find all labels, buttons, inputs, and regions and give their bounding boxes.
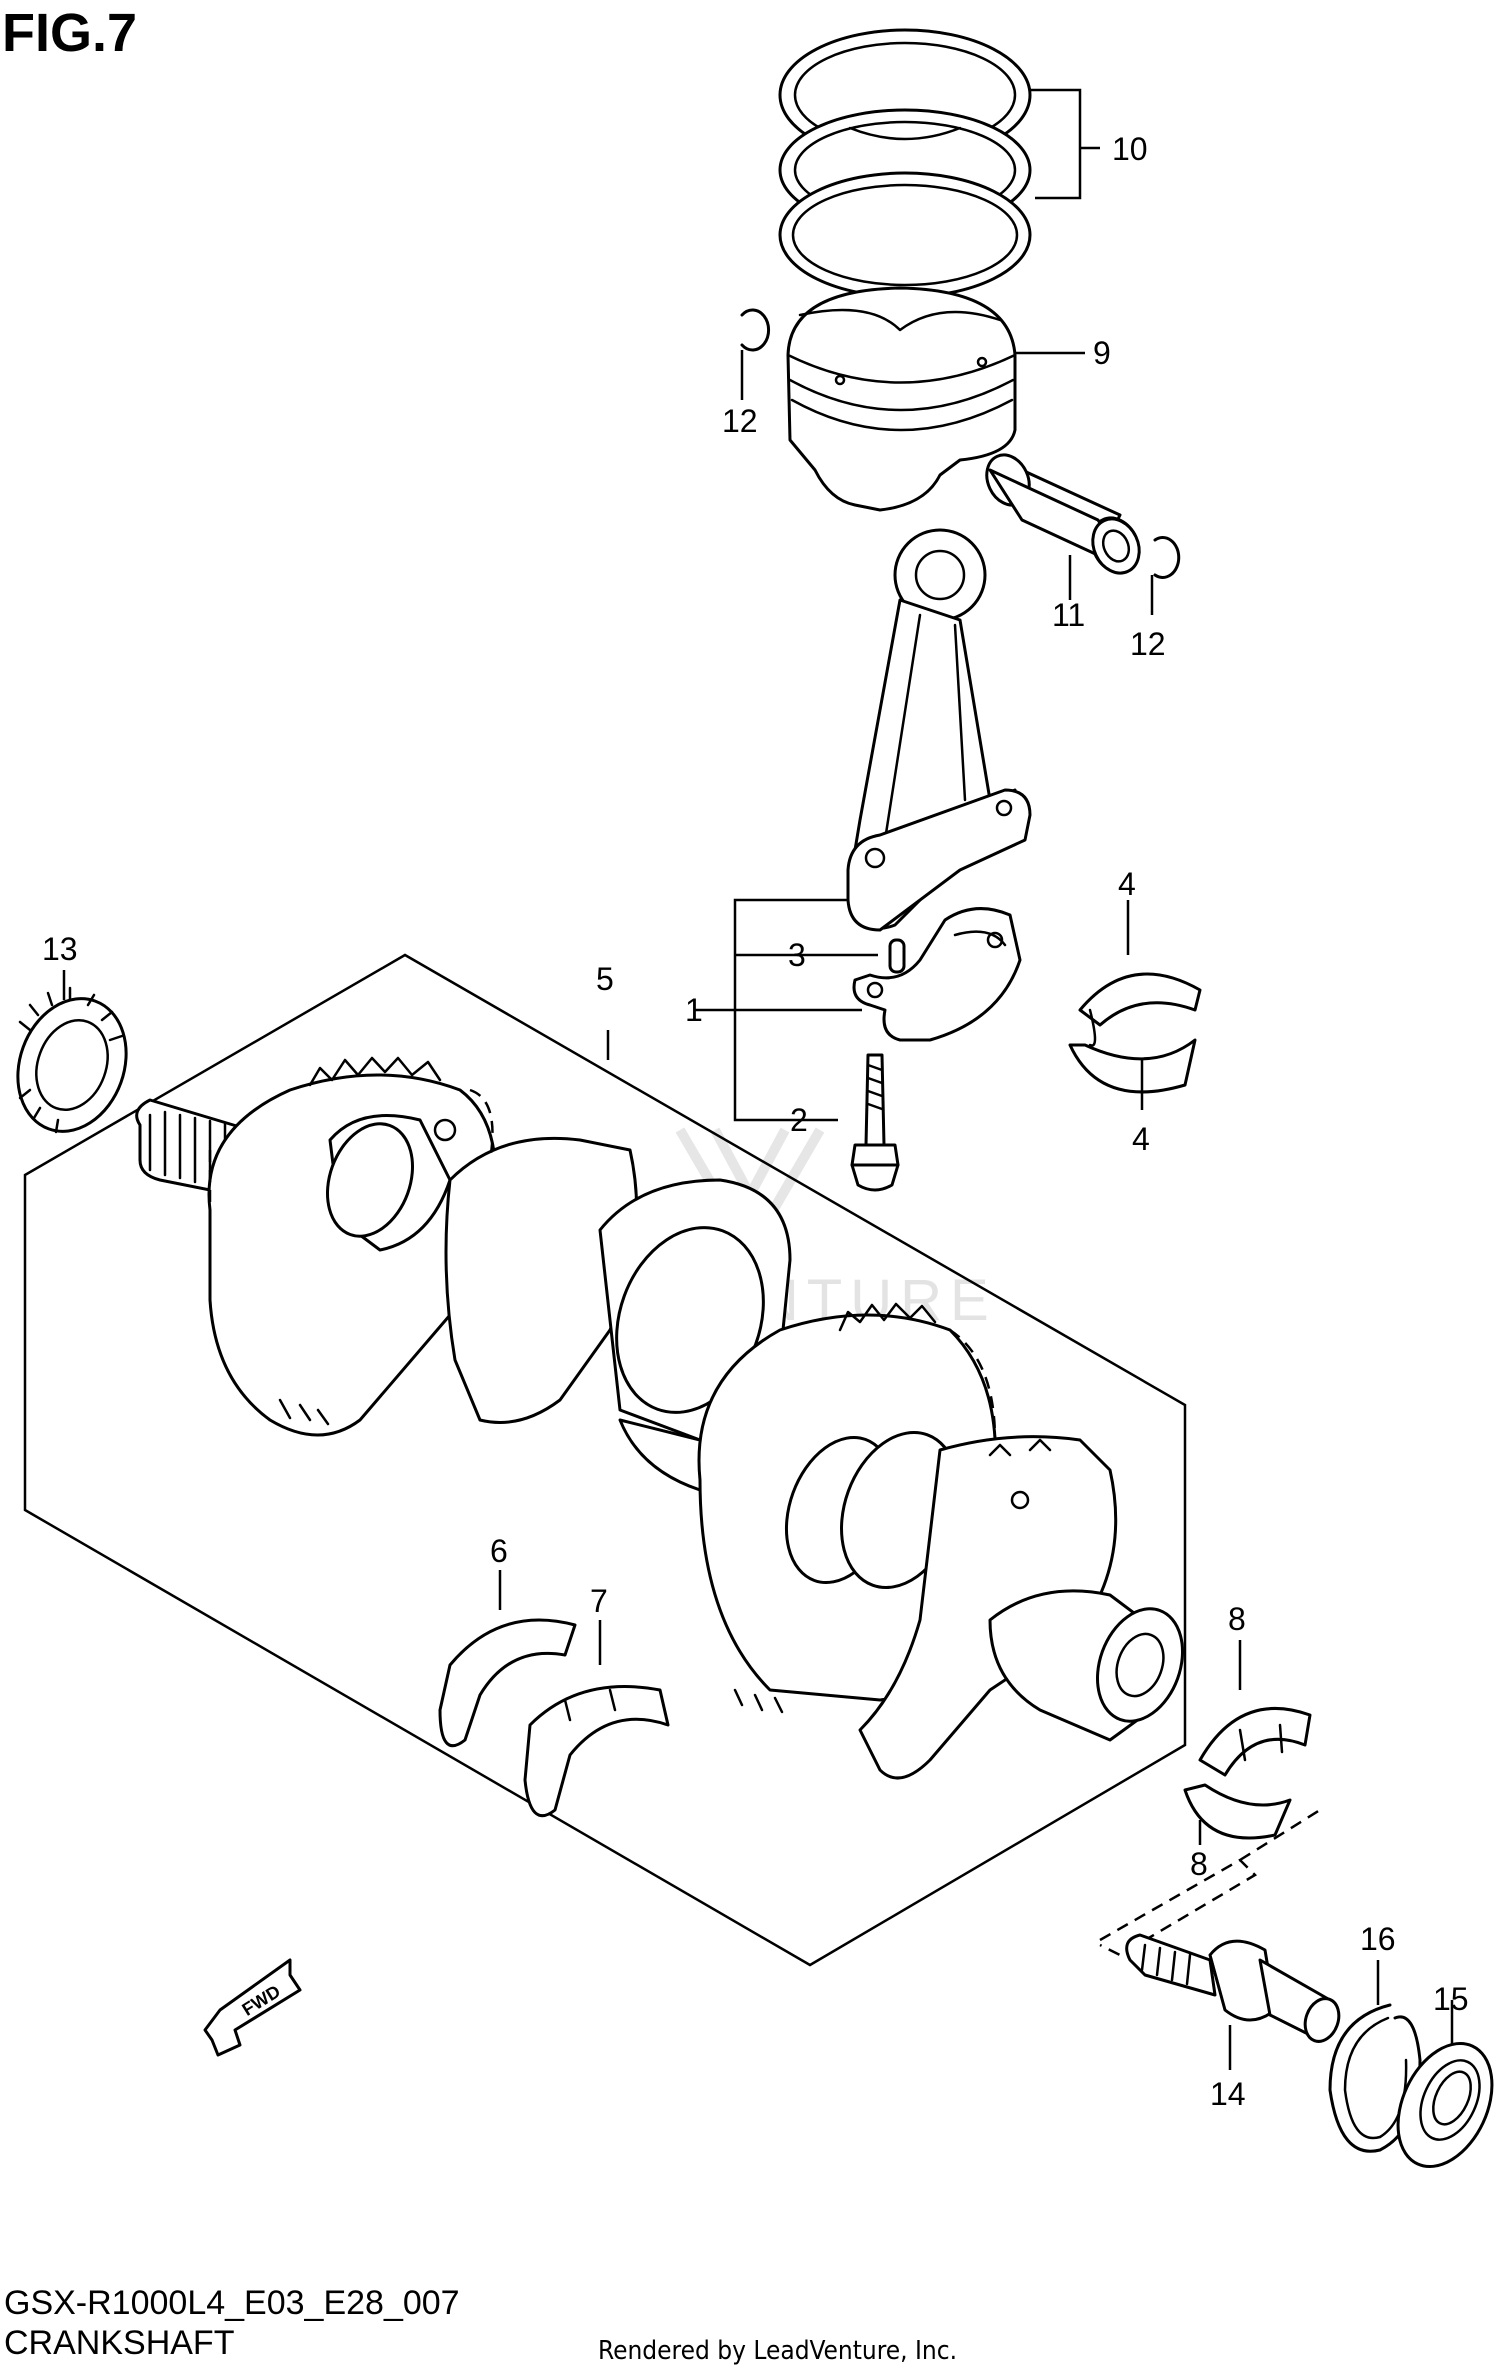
callout-3: 3 bbox=[788, 937, 806, 973]
connecting-rod[interactable] bbox=[846, 528, 1032, 932]
piston-pin[interactable] bbox=[979, 448, 1148, 581]
callout-13: 13 bbox=[42, 931, 78, 967]
journal-bearing-lower[interactable] bbox=[1183, 1723, 1292, 1840]
conrod-bearing-upper[interactable] bbox=[1078, 972, 1202, 1027]
piston-pin-clip-left[interactable] bbox=[740, 308, 771, 352]
journal-bearing-upper[interactable] bbox=[1198, 1706, 1312, 1777]
callout-4-bottom: 4 bbox=[1132, 1121, 1150, 1157]
oil-seal[interactable] bbox=[1379, 2028, 1500, 2181]
callout-5: 5 bbox=[596, 961, 614, 997]
piston-pin-clip-right[interactable] bbox=[1153, 536, 1181, 579]
crankshaft-bolt[interactable] bbox=[1125, 1933, 1345, 2046]
conrod-bearing-lower[interactable] bbox=[1068, 1008, 1197, 1094]
arrow-fwd-icon: FWD bbox=[203, 1958, 302, 2057]
primary-drive-gear[interactable] bbox=[0, 983, 144, 1146]
crankshaft-boundary bbox=[23, 953, 1187, 1967]
connecting-rod-cap[interactable] bbox=[852, 907, 1022, 1042]
thrust-washer-7[interactable] bbox=[523, 1685, 670, 1818]
callout-16: 16 bbox=[1360, 1921, 1396, 1957]
callout-10: 10 bbox=[1112, 131, 1148, 167]
crankshaft[interactable] bbox=[135, 1056, 1198, 1780]
callout-7: 7 bbox=[590, 1583, 608, 1619]
callout-2: 2 bbox=[790, 1102, 808, 1138]
rod-bolt[interactable] bbox=[850, 1053, 900, 1192]
callout-9: 9 bbox=[1093, 335, 1111, 371]
callout-14: 14 bbox=[1210, 2076, 1246, 2112]
piston[interactable] bbox=[786, 286, 1017, 512]
callout-6: 6 bbox=[490, 1533, 508, 1569]
piston-rings[interactable] bbox=[778, 28, 1032, 299]
callout-15: 15 bbox=[1433, 1981, 1469, 2017]
callout-11: 11 bbox=[1052, 597, 1085, 633]
callout-12-bottom: 12 bbox=[1130, 626, 1166, 662]
figure-title: FIG.7 bbox=[2, 3, 138, 63]
callout-12-top: 12 bbox=[722, 403, 758, 439]
callout-8-bottom: 8 bbox=[1190, 1846, 1208, 1882]
callout-8-top: 8 bbox=[1228, 1601, 1246, 1637]
callout-1: 1 bbox=[685, 992, 703, 1028]
model-code: GSX-R1000L4_E03_E28_007 bbox=[4, 2284, 460, 2322]
callout-4-top: 4 bbox=[1118, 866, 1136, 902]
section-name: CRANKSHAFT bbox=[4, 2324, 235, 2362]
rod-dowel-pin[interactable] bbox=[888, 938, 906, 974]
thrust-washer-6[interactable] bbox=[438, 1618, 577, 1748]
render-credit: Rendered by LeadVenture, Inc. bbox=[598, 2336, 958, 2366]
